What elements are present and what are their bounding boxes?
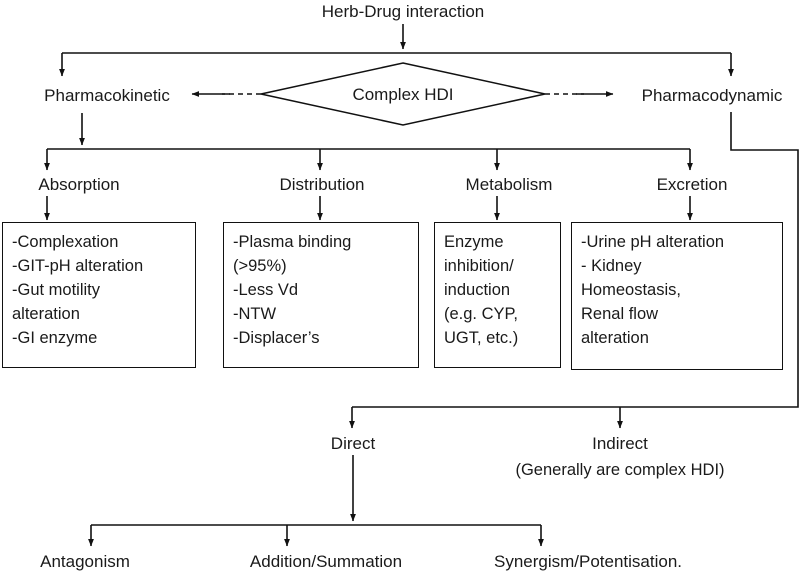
distribution-details-box: -Plasma binding (>95%) -Less Vd -NTW -Di…: [223, 222, 419, 368]
metabolism-details-box: Enzyme inhibition/ induction (e.g. CYP, …: [434, 222, 561, 368]
metabolism-details-text: Enzyme inhibition/ induction (e.g. CYP, …: [444, 233, 519, 347]
decision-label: Complex HDI: [352, 85, 454, 104]
pd-branch-direct: Direct: [330, 434, 376, 453]
excretion-details-text: -Urine pH alteration - Kidney Homeostasi…: [581, 233, 725, 347]
excretion-details-box: -Urine pH alteration - Kidney Homeostasi…: [571, 222, 783, 370]
category-excretion: Excretion: [656, 175, 728, 194]
absorption-details-box: -Complexation -GIT-pH alteration -Gut mo…: [2, 222, 196, 368]
category-absorption: Absorption: [38, 175, 120, 194]
branch-pharmacokinetic: Pharmacokinetic: [44, 86, 170, 105]
category-distribution: Distribution: [279, 175, 365, 194]
outcome-antagonism: Antagonism: [40, 552, 130, 571]
pd-branch-indirect: Indirect: [592, 434, 648, 453]
branch-pharmacodynamic: Pharmacodynamic: [641, 86, 783, 105]
diagram-title: Herb-Drug interaction: [321, 2, 485, 21]
outcome-synergism-potentisation: Synergism/Potentisation.: [493, 552, 683, 571]
distribution-details-text: -Plasma binding (>95%) -Less Vd -NTW -Di…: [233, 233, 352, 347]
category-metabolism: Metabolism: [465, 175, 553, 194]
outcome-addition-summation: Addition/Summation: [249, 552, 403, 571]
pd-branch-indirect-note: (Generally are complex HDI): [515, 461, 725, 479]
absorption-details-text: -Complexation -GIT-pH alteration -Gut mo…: [12, 233, 144, 347]
